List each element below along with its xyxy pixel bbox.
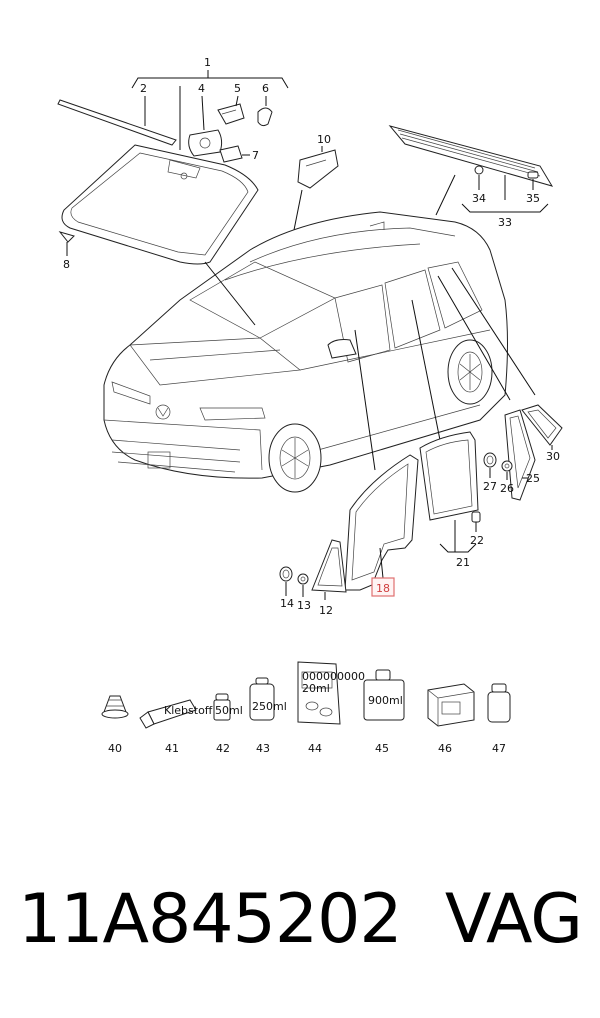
item-47: 47 <box>487 683 511 755</box>
brand-name: VAG <box>444 880 583 959</box>
callout-12: 12 <box>319 604 333 617</box>
callout-43: 43 <box>256 742 270 755</box>
can-small-label: 50ml <box>215 704 243 717</box>
callout-22: 22 <box>470 534 484 547</box>
callout-1: 1 <box>204 56 211 69</box>
callout-33: 33 <box>498 216 512 229</box>
callout-13: 13 <box>297 599 311 612</box>
callout-5: 5 <box>234 82 241 95</box>
windscreen-group: 1 2 4 5 6 7 8 <box>57 56 289 271</box>
item-42: 50ml 42 <box>213 693 243 755</box>
callout-47: 47 <box>492 742 506 755</box>
item-40: 40 <box>101 695 129 755</box>
item-43: 250ml 43 <box>249 677 287 755</box>
callout-27: 27 <box>483 480 497 493</box>
item-46: 46 <box>427 683 475 755</box>
item-41: Klebstoff 41 <box>139 699 213 755</box>
callout-26: 26 <box>500 482 514 495</box>
rear-window-group: 34 35 33 <box>388 125 554 229</box>
parts-diagram: 1 2 4 5 6 7 8 <box>57 56 563 755</box>
can-medium-label: 250ml <box>252 700 287 713</box>
callout-14: 14 <box>280 597 294 610</box>
item-45: 900ml 45 <box>363 669 405 755</box>
callout-21: 21 <box>456 556 470 569</box>
highlight-box <box>371 577 395 597</box>
bottle-label: 900ml <box>368 694 403 707</box>
rear-door-glass-group: 21 22 <box>419 431 484 569</box>
callout-7: 7 <box>252 149 259 162</box>
rear-quarter-glass-group: 25 30 27 26 <box>483 404 563 501</box>
callout-45: 45 <box>375 742 389 755</box>
callout-35: 35 <box>526 192 540 205</box>
callout-4: 4 <box>198 82 205 95</box>
callout-44: 44 <box>308 742 322 755</box>
callout-46: 46 <box>438 742 452 755</box>
part-number: 11A845202 <box>18 880 403 959</box>
footer: 11A845202 VAG <box>0 880 600 990</box>
callout-34: 34 <box>472 192 486 205</box>
callout-18: 18 <box>376 582 390 595</box>
consumables-row: 40 Klebstoff 41 50ml 42 250ml 43 0000000… <box>101 661 511 755</box>
callout-41: 41 <box>165 742 179 755</box>
callout-40: 40 <box>108 742 122 755</box>
callout-6: 6 <box>262 82 269 95</box>
callout-42: 42 <box>216 742 230 755</box>
car-illustration <box>103 211 536 493</box>
callout-10: 10 <box>317 133 331 146</box>
front-door-glass-group: 18 12 13 14 <box>279 454 419 617</box>
callout-8: 8 <box>63 258 70 271</box>
tube-label: Klebstoff <box>164 704 213 717</box>
callout-2: 2 <box>140 82 147 95</box>
callout-30: 30 <box>546 450 560 463</box>
callout-25: 25 <box>526 472 540 485</box>
